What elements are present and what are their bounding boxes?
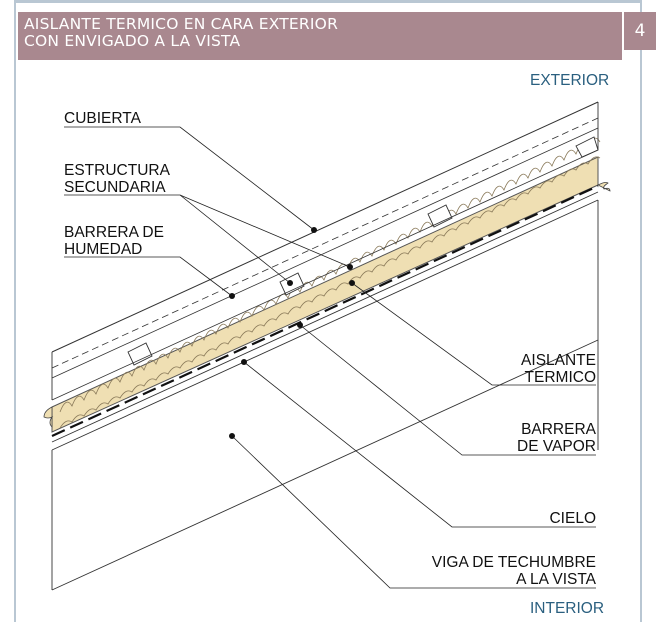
title-banner: AISLANTE TERMICO EN CARA EXTERIOR CON EN… (18, 12, 622, 60)
break-marks (43, 181, 611, 428)
secondary-structure (127, 136, 599, 366)
leader-cubierta (64, 126, 315, 231)
dot-viga (229, 433, 235, 439)
label-cubierta: CUBIERTA (64, 110, 141, 127)
leader-dots (229, 227, 355, 439)
roof-cladding (51, 101, 599, 379)
moisture-barrier (51, 149, 599, 401)
exposed-beam (51, 102, 599, 591)
leader-estructura-2 (179, 194, 351, 268)
dot-estructura (287, 280, 293, 286)
frame-left (14, 0, 16, 622)
label-aislante-termico: AISLANTE TERMICO (521, 352, 596, 386)
zone-interior: INTERIOR (530, 600, 605, 617)
dot-estructura-2 (347, 264, 353, 270)
dot-cielo (241, 359, 247, 365)
label-barrera-humedad: BARRERA DE HUMEDAD (64, 224, 164, 258)
leader-viga (231, 435, 596, 589)
vapor-barrier (51, 184, 599, 438)
label-estructura-secundaria: ESTRUCTURA SECUNDARIA (64, 162, 170, 196)
leader-aislante (351, 282, 596, 386)
page-title: AISLANTE TERMICO EN CARA EXTERIOR CON EN… (24, 15, 339, 50)
dot-vapor (297, 322, 303, 328)
zone-exterior: EXTERIOR (530, 72, 610, 89)
dot-cubierta (311, 227, 317, 233)
insulation-pattern (59, 137, 601, 429)
ceiling-boards (51, 191, 599, 451)
label-barrera-vapor: BARRERA DE VAPOR (517, 421, 596, 455)
leader-lines (64, 126, 596, 589)
leader-humedad (64, 256, 233, 297)
frame-top (14, 0, 642, 3)
sheet-number: 4 (624, 12, 656, 50)
label-viga-techumbre: VIGA DE TECHUMBRE A LA VISTA (431, 554, 596, 588)
frame-right (640, 0, 642, 622)
label-cielo: CIELO (549, 510, 596, 527)
dot-aislante (349, 280, 355, 286)
dot-humedad (229, 293, 235, 299)
leader-cielo (243, 361, 596, 528)
leader-vapor (299, 324, 596, 456)
